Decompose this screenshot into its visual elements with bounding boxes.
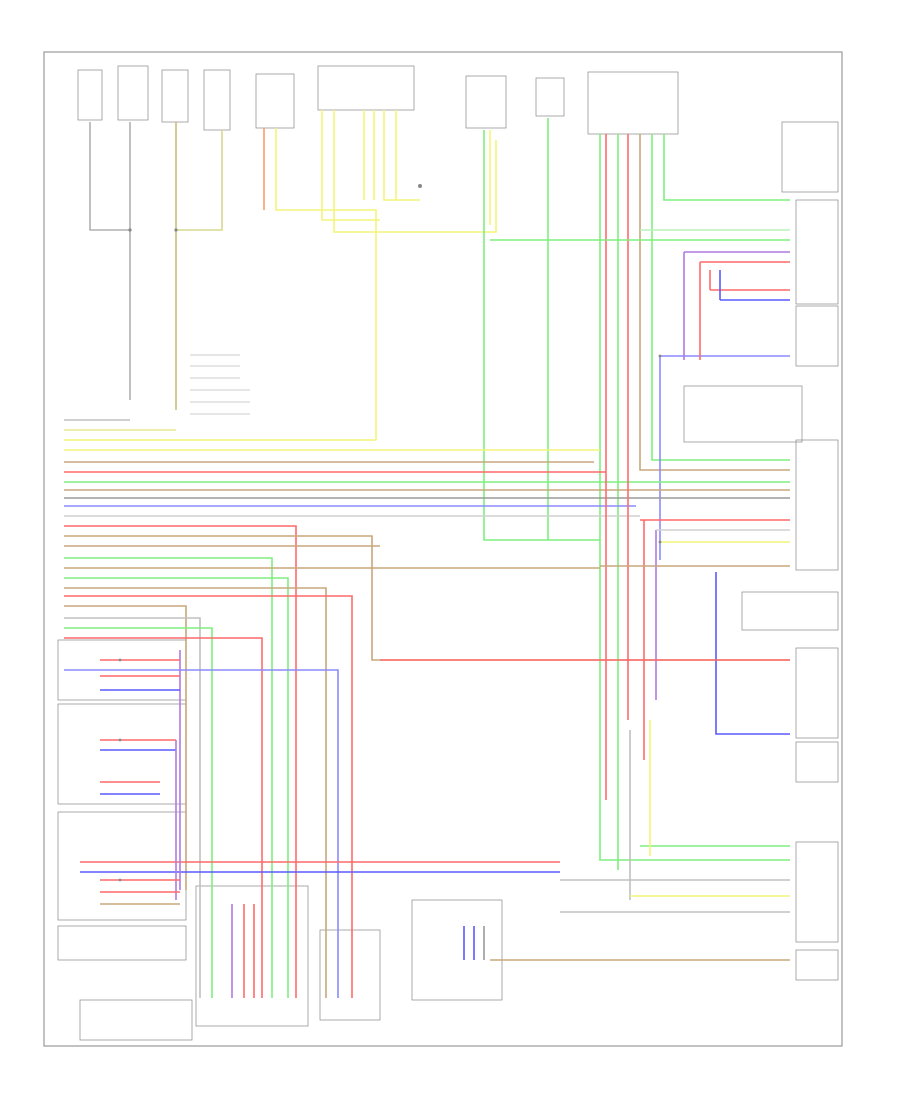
component-box bbox=[161, 69, 189, 123]
main-bus bbox=[64, 419, 790, 998]
component-box bbox=[203, 69, 231, 131]
component-box bbox=[195, 885, 309, 1027]
wire-green bbox=[64, 557, 273, 998]
wire-green bbox=[64, 627, 213, 998]
component-box bbox=[683, 385, 803, 443]
component-box bbox=[795, 305, 839, 367]
splice-dot bbox=[658, 540, 662, 544]
component-box bbox=[795, 199, 839, 305]
wire-yellow bbox=[321, 110, 380, 221]
upper-right-harness bbox=[659, 251, 790, 560]
component-box bbox=[795, 741, 839, 783]
splice-dot bbox=[118, 878, 122, 882]
component-box bbox=[117, 65, 149, 121]
mid-right-harness bbox=[380, 476, 790, 961]
component-box bbox=[77, 69, 103, 121]
connector-marks bbox=[118, 184, 662, 882]
wire-tan bbox=[639, 134, 790, 471]
wire-yellow bbox=[275, 128, 377, 440]
splice-dot bbox=[118, 658, 122, 662]
wire-red bbox=[64, 637, 263, 998]
wire-tan bbox=[64, 587, 327, 998]
component-box bbox=[319, 929, 381, 1021]
wire-red bbox=[64, 595, 353, 998]
splice-dot bbox=[128, 228, 132, 232]
component-box bbox=[795, 841, 839, 943]
component-box bbox=[587, 71, 679, 135]
wire-green bbox=[651, 134, 790, 461]
component-box bbox=[781, 121, 839, 193]
component-box bbox=[411, 899, 503, 1001]
component-box bbox=[57, 925, 187, 961]
wire-green bbox=[599, 134, 790, 861]
left-components bbox=[57, 639, 503, 1041]
splice-dot bbox=[418, 184, 422, 188]
component-box bbox=[795, 949, 839, 981]
component-box bbox=[795, 439, 839, 571]
wire-yellow bbox=[176, 130, 223, 231]
wire-yellow bbox=[383, 110, 420, 201]
lower-harness bbox=[80, 650, 560, 998]
wire-green bbox=[663, 134, 790, 201]
wire-yellow bbox=[333, 110, 497, 233]
wire-gray bbox=[89, 122, 130, 231]
component-box bbox=[317, 65, 415, 111]
component-box bbox=[79, 999, 193, 1041]
right-components bbox=[683, 121, 839, 981]
wire-blue bbox=[715, 572, 790, 735]
wire-green bbox=[64, 577, 289, 998]
component-box bbox=[741, 591, 839, 631]
wire-red bbox=[64, 525, 297, 998]
legend-block bbox=[190, 354, 250, 415]
wire-tan bbox=[64, 605, 187, 890]
component-box bbox=[255, 73, 295, 129]
wire-green bbox=[483, 130, 600, 541]
component-box bbox=[57, 703, 187, 805]
top-wires bbox=[89, 110, 790, 870]
wire-blue bbox=[64, 669, 339, 998]
splice-dot bbox=[174, 228, 178, 232]
splice-dot bbox=[118, 738, 122, 742]
top-components bbox=[77, 65, 679, 135]
diagram-frame bbox=[43, 51, 843, 1047]
component-box bbox=[535, 77, 565, 117]
splice-dot bbox=[658, 354, 662, 358]
component-box bbox=[795, 647, 839, 739]
wire-tan bbox=[64, 535, 790, 661]
component-box bbox=[465, 75, 507, 129]
